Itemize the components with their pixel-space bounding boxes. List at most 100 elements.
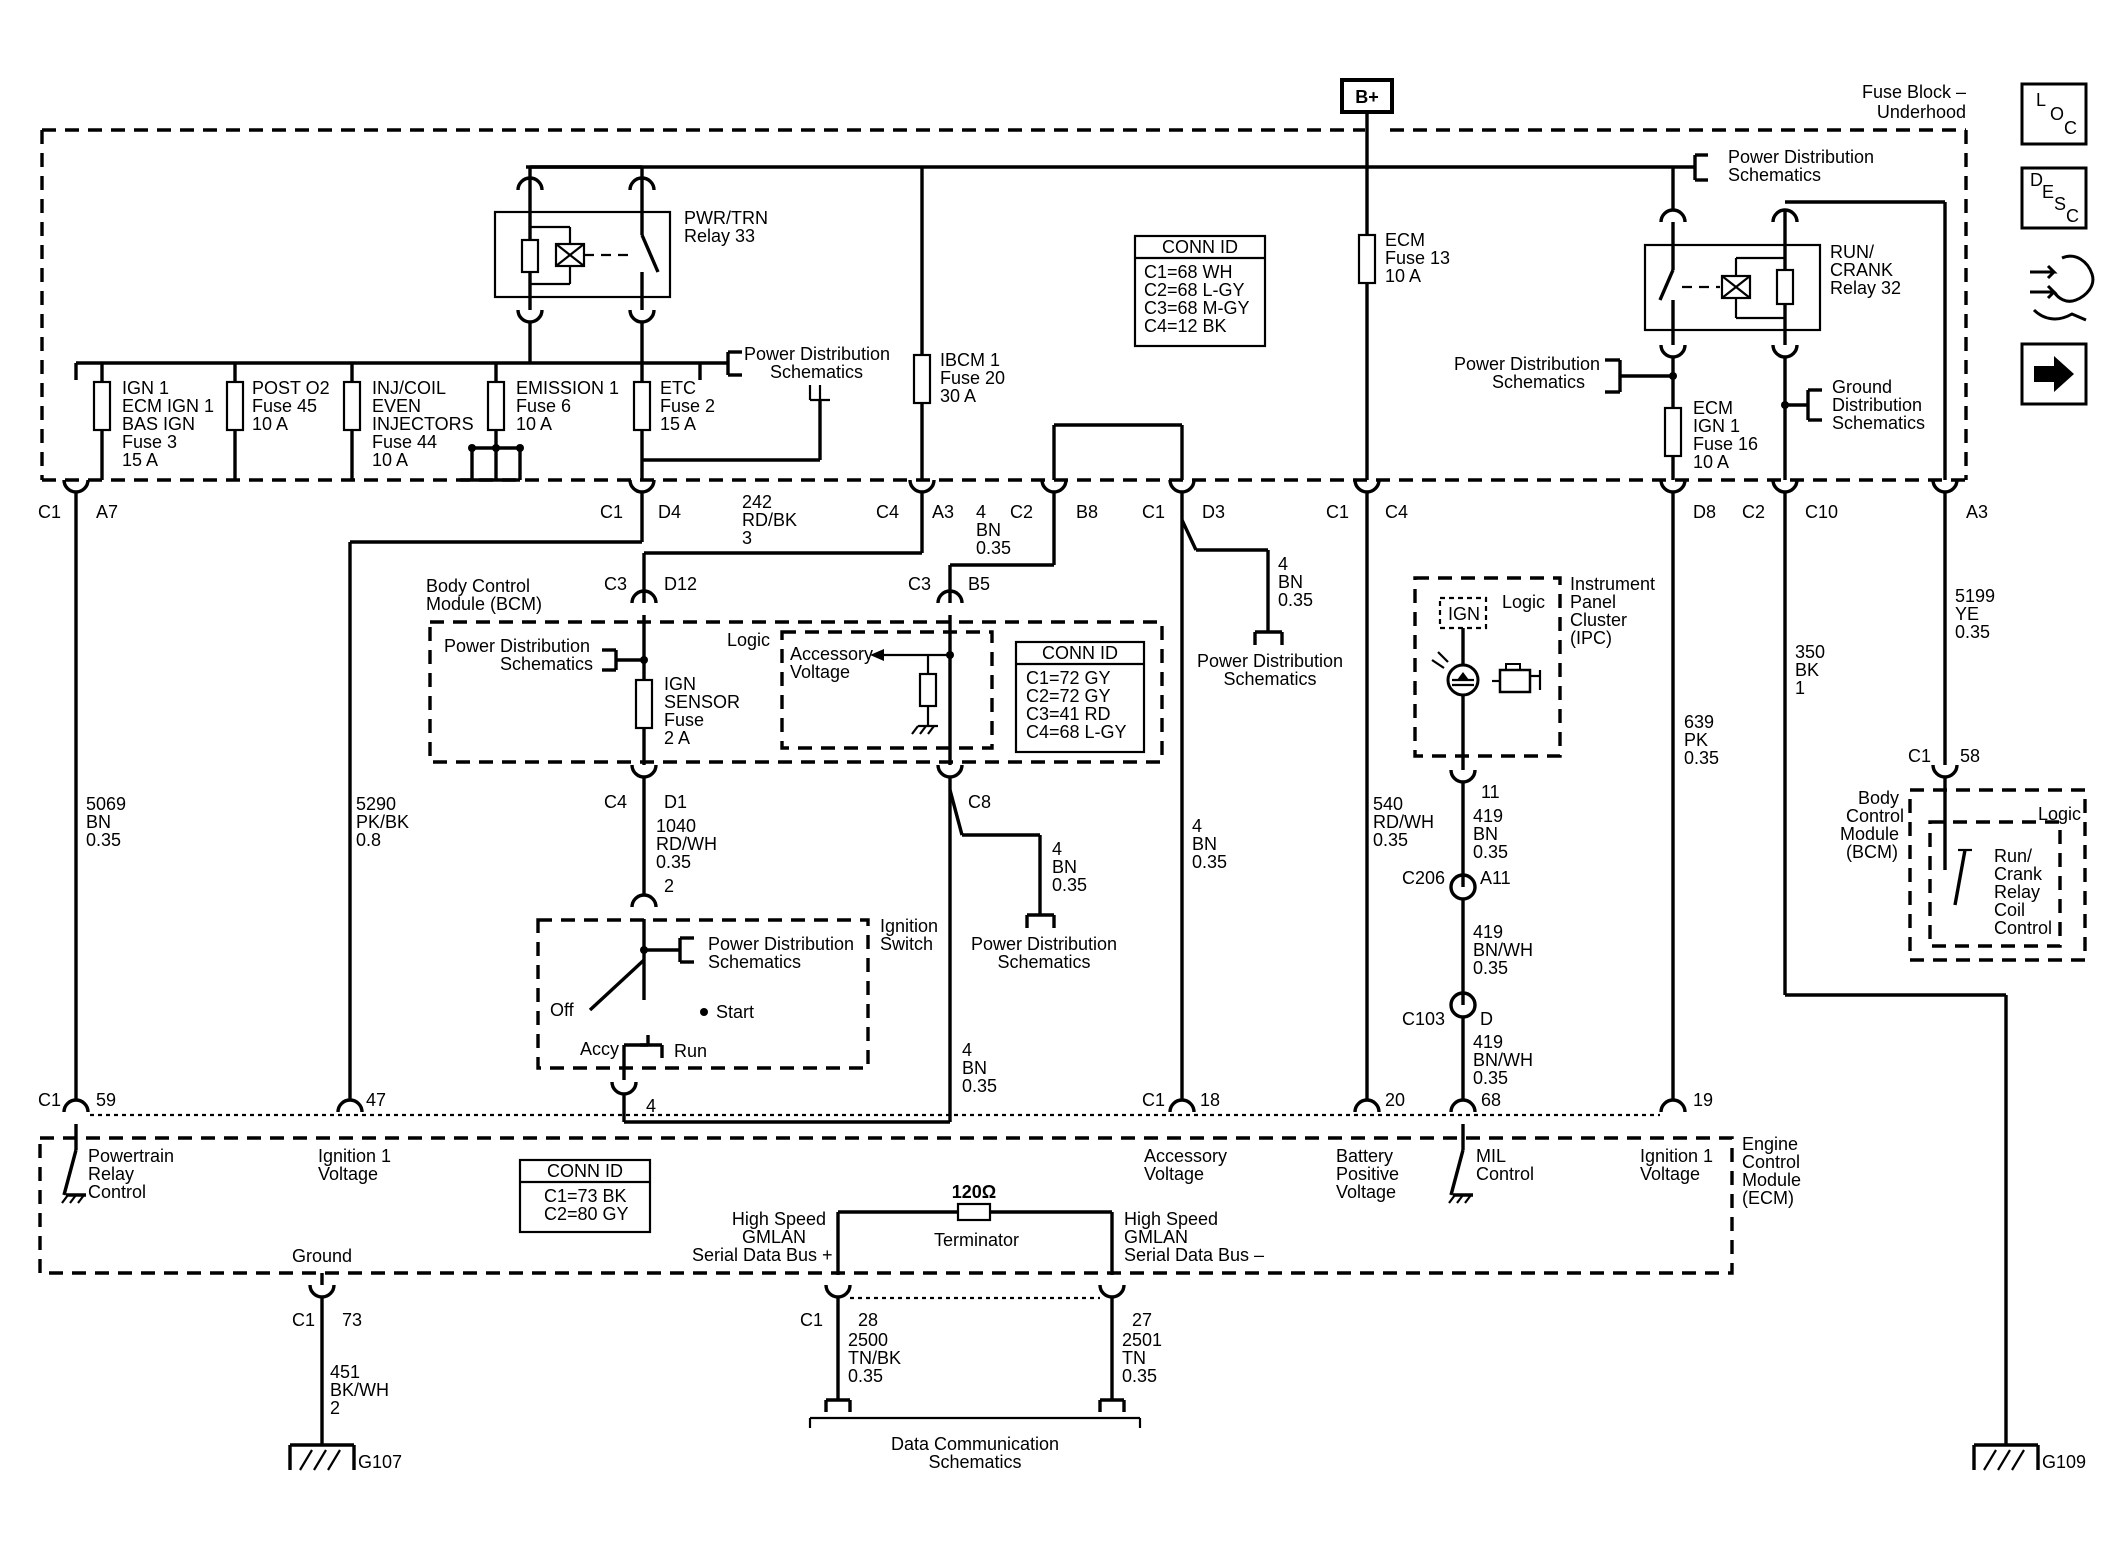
svg-text:0.35: 0.35: [656, 852, 691, 872]
svg-text:(IPC): (IPC): [1570, 628, 1612, 648]
svg-text:Schematics: Schematics: [1223, 669, 1316, 689]
svg-text:451: 451: [330, 1362, 360, 1382]
svg-text:0.35: 0.35: [1684, 748, 1719, 768]
svg-text:C1=73 BK: C1=73 BK: [544, 1186, 627, 1206]
svg-text:CONN ID: CONN ID: [547, 1161, 623, 1181]
svg-text:4: 4: [976, 502, 986, 522]
desc-icon[interactable]: D E S C: [2020, 166, 2088, 230]
svg-text:Fuse 2: Fuse 2: [660, 396, 715, 416]
svg-text:ETC: ETC: [660, 378, 696, 398]
svg-text:2: 2: [330, 1398, 340, 1418]
svg-text:Power Distribution: Power Distribution: [1197, 651, 1343, 671]
svg-text:C4=68 L-GY: C4=68 L-GY: [1026, 722, 1127, 742]
svg-text:INJ/COIL: INJ/COIL: [372, 378, 446, 398]
svg-text:C2: C2: [1742, 502, 1765, 522]
svg-text:Schematics: Schematics: [1832, 413, 1925, 433]
svg-text:PK: PK: [1684, 730, 1708, 750]
svg-text:IBCM 1: IBCM 1: [940, 350, 1000, 370]
svg-text:0.35: 0.35: [1473, 958, 1508, 978]
bcm-conn-id: CONN ID C1=72 GY C2=72 GY C3=41 RD C4=68…: [1014, 640, 1146, 754]
svg-text:4: 4: [1052, 839, 1062, 859]
svg-text:C1: C1: [1142, 1090, 1165, 1110]
svg-text:O: O: [2050, 104, 2064, 124]
svg-text:0.35: 0.35: [1473, 1068, 1508, 1088]
connector-view-icon[interactable]: [2030, 254, 2095, 322]
svg-text:Voltage: Voltage: [318, 1164, 378, 1184]
svg-text:Panel: Panel: [1570, 592, 1616, 612]
ecm-connectors: [62, 1098, 1687, 1117]
svg-text:Serial Data Bus +: Serial Data Bus +: [692, 1245, 833, 1265]
svg-text:TN: TN: [1122, 1348, 1146, 1368]
svg-text:Schematics: Schematics: [1492, 372, 1585, 392]
svg-text:G109: G109: [2042, 1452, 2086, 1472]
svg-text:0.35: 0.35: [1373, 830, 1408, 850]
svg-text:Power Distribution: Power Distribution: [708, 934, 854, 954]
svg-text:C4: C4: [1385, 502, 1408, 522]
svg-text:Module: Module: [1742, 1170, 1801, 1190]
svg-text:Logic: Logic: [2038, 804, 2081, 824]
svg-text:C10: C10: [1805, 502, 1838, 522]
svg-text:C8: C8: [968, 792, 991, 812]
ground-g109: [1972, 1443, 2040, 1471]
svg-text:639: 639: [1684, 712, 1714, 732]
svg-text:0.35: 0.35: [848, 1366, 883, 1386]
fuse-ign1: [92, 363, 112, 480]
svg-text:Ignition 1: Ignition 1: [1640, 1146, 1713, 1166]
svg-text:Fuse 6: Fuse 6: [516, 396, 571, 416]
svg-text:Off: Off: [550, 1000, 575, 1020]
svg-text:Coil: Coil: [1994, 900, 2025, 920]
instrument-panel-cluster: [1413, 576, 1562, 770]
svg-text:BN: BN: [1052, 857, 1077, 877]
svg-text:YE: YE: [1955, 604, 1979, 624]
svg-text:E: E: [2042, 182, 2054, 202]
ignition-switch: [536, 918, 950, 1124]
svg-text:28: 28: [858, 1310, 878, 1330]
svg-text:10 A: 10 A: [516, 414, 552, 434]
svg-text:Engine: Engine: [1742, 1134, 1798, 1154]
next-page-icon[interactable]: [2020, 342, 2088, 406]
svg-text:419: 419: [1473, 922, 1503, 942]
svg-text:L: L: [2036, 90, 2046, 110]
svg-text:PWR/TRN: PWR/TRN: [684, 208, 768, 228]
svg-text:B8: B8: [1076, 502, 1098, 522]
svg-text:5069: 5069: [86, 794, 126, 814]
svg-text:0.35: 0.35: [86, 830, 121, 850]
svg-text:CONN ID: CONN ID: [1162, 237, 1238, 257]
svg-text:C4: C4: [876, 502, 899, 522]
svg-text:C206: C206: [1402, 868, 1445, 888]
svg-text:C1: C1: [38, 502, 61, 522]
svg-text:0.35: 0.35: [1278, 590, 1313, 610]
svg-text:Terminator: Terminator: [934, 1230, 1019, 1250]
svg-text:Voltage: Voltage: [1640, 1164, 1700, 1184]
svg-text:Fuse: Fuse: [664, 710, 704, 730]
svg-text:BK: BK: [1795, 660, 1819, 680]
svg-text:Control: Control: [1846, 806, 1904, 826]
svg-text:Run/: Run/: [1994, 846, 2032, 866]
fuse-block-conn-id: CONN ID C1=68 WH C2=68 L-GY C3=68 M-GY C…: [1133, 234, 1267, 348]
svg-text:Positive: Positive: [1336, 1164, 1399, 1184]
svg-text:4: 4: [646, 1096, 656, 1116]
svg-text:Fuse 16: Fuse 16: [1693, 434, 1758, 454]
svg-text:(ECM): (ECM): [1742, 1188, 1794, 1208]
svg-text:BN/WH: BN/WH: [1473, 1050, 1533, 1070]
svg-text:20: 20: [1385, 1090, 1405, 1110]
svg-text:CONN ID: CONN ID: [1042, 643, 1118, 663]
fuse-block-title-2: Underhood: [1877, 102, 1966, 122]
fuse-emission1: [460, 363, 524, 482]
svg-text:C3=68 M-GY: C3=68 M-GY: [1144, 298, 1250, 318]
svg-text:C3: C3: [908, 574, 931, 594]
svg-text:Power Distribution: Power Distribution: [1728, 147, 1874, 167]
svg-text:Control: Control: [88, 1182, 146, 1202]
svg-text:0.8: 0.8: [356, 830, 381, 850]
ecm-conn-id: CONN ID C1=73 BK C2=80 GY: [518, 1158, 652, 1234]
svg-text:ECM: ECM: [1385, 230, 1425, 250]
svg-text:D3: D3: [1202, 502, 1225, 522]
engine-control-module: [38, 1124, 1734, 1275]
svg-text:0.35: 0.35: [976, 538, 1011, 558]
svg-text:Serial Data Bus –: Serial Data Bus –: [1124, 1245, 1264, 1265]
loc-icon[interactable]: L O C: [2020, 82, 2088, 146]
svg-text:Power Distribution: Power Distribution: [444, 636, 590, 656]
fuse-ibcm1: [912, 167, 932, 480]
svg-text:C3: C3: [604, 574, 627, 594]
